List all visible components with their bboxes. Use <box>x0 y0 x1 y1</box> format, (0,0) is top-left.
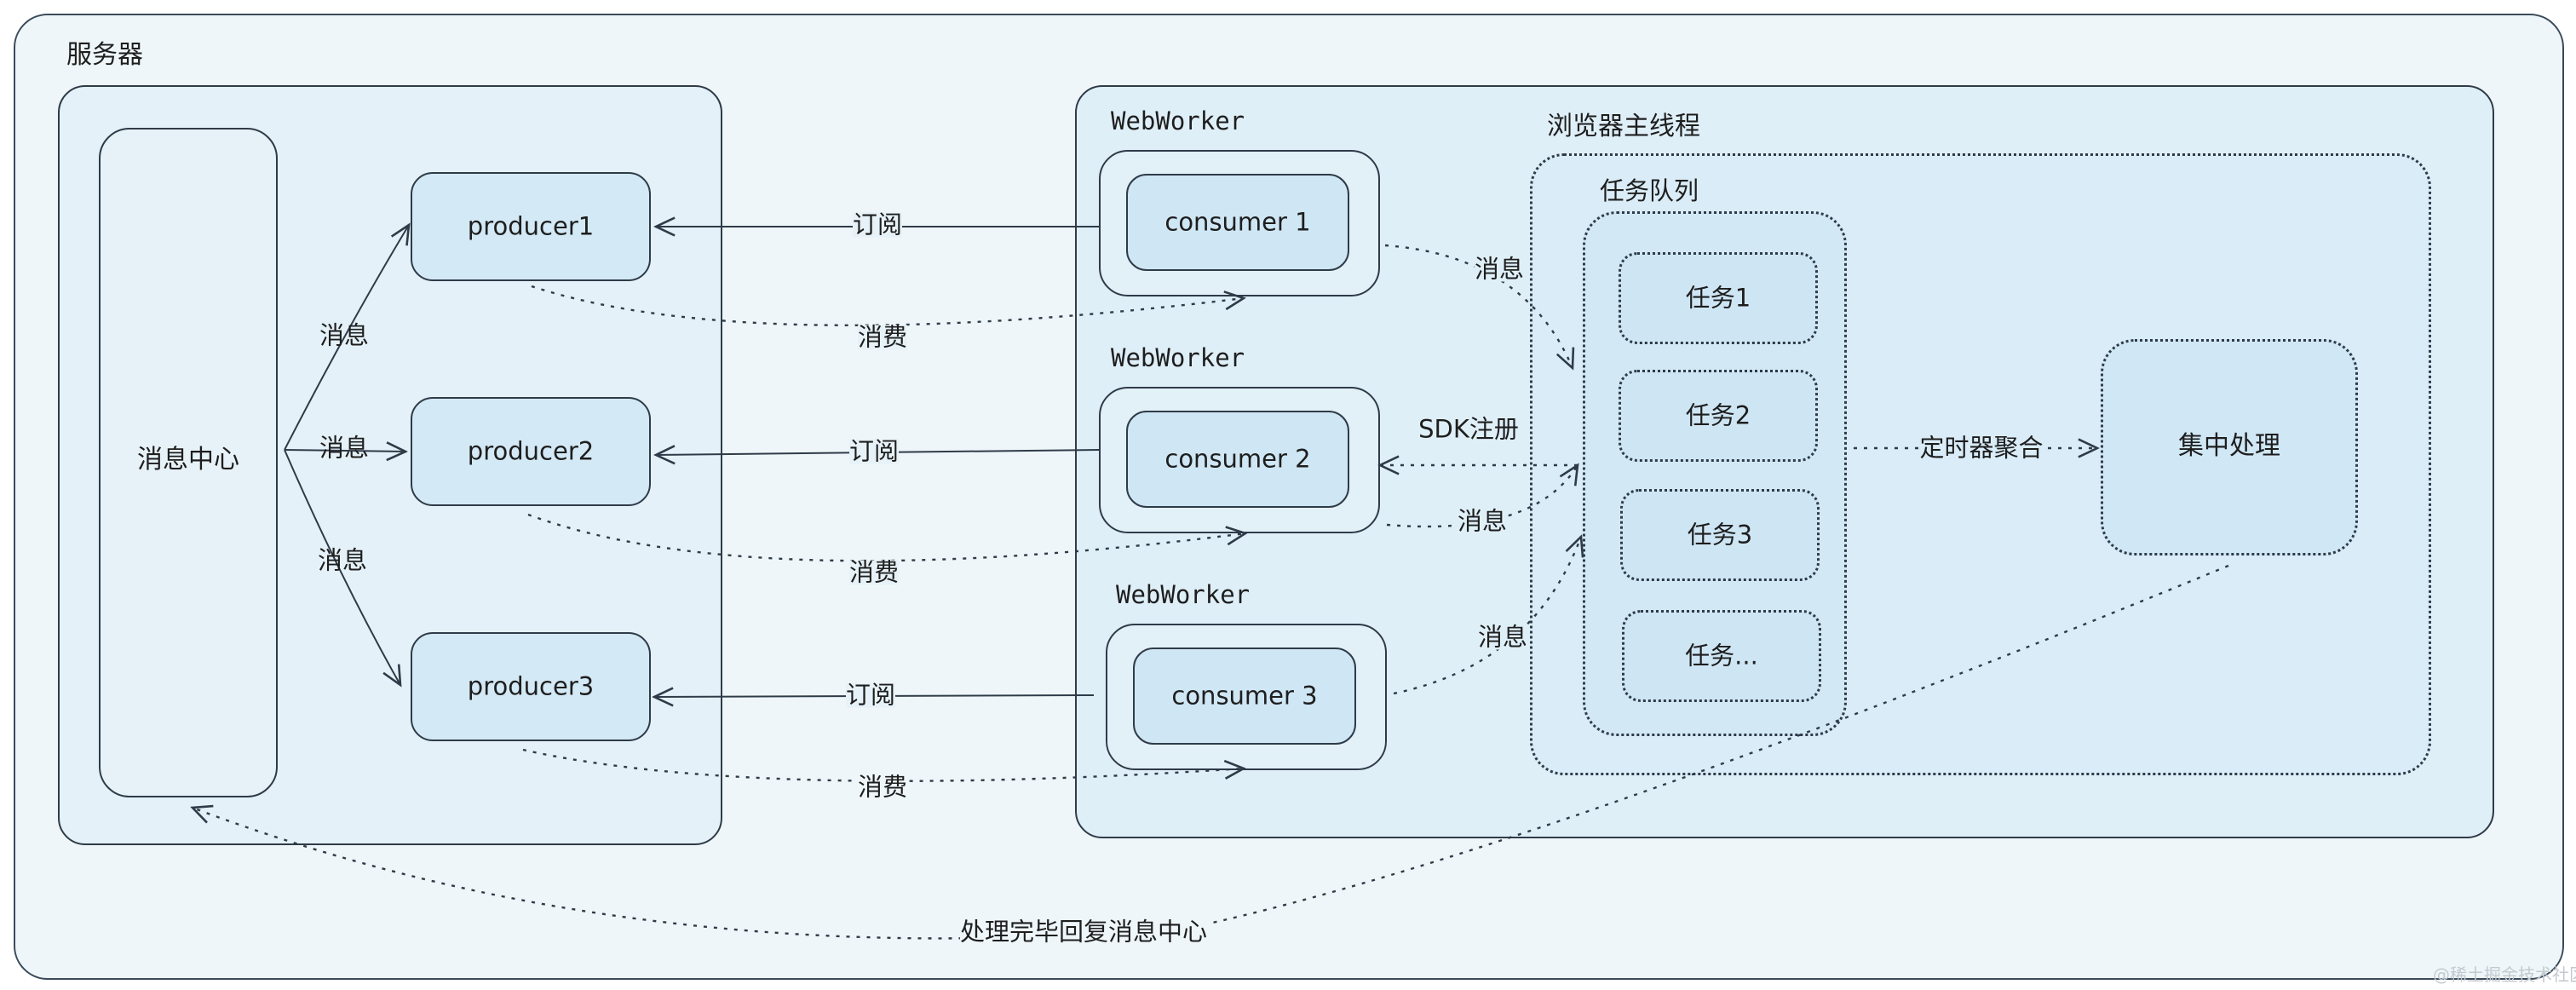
producer3-label: producer3 <box>467 671 595 701</box>
webworker-title-1: WebWorker <box>1111 106 1245 135</box>
consumer1-label: consumer 1 <box>1164 207 1311 237</box>
task-box <box>1622 610 1821 702</box>
edge-center-to-producer3 <box>284 449 400 685</box>
edge-consume-1 <box>531 285 1244 326</box>
edge-label-timer-aggregate: 定时器聚合 <box>1919 433 2044 463</box>
task-more-label: 任务... <box>1685 641 1758 671</box>
task-queue-title: 任务队列 <box>1600 176 1699 205</box>
edge-label-reply: 处理完毕回复消息中心 <box>959 917 1208 947</box>
edge-label-message-p1: 消息 <box>319 320 370 350</box>
task-box <box>1619 370 1818 462</box>
edge-message-c3 <box>1393 537 1581 695</box>
message-center-label: 消息中心 <box>137 445 239 475</box>
edge-consume-2 <box>527 513 1245 562</box>
webworker-title-3: WebWorker <box>1116 580 1251 609</box>
edge-label-message-c1: 消息 <box>1474 254 1525 284</box>
edge-label-subscribe-1: 订阅 <box>852 210 903 239</box>
consumer-box <box>1126 411 1349 508</box>
edge-label-message-c3: 消息 <box>1477 622 1528 652</box>
task3-label: 任务3 <box>1687 520 1753 550</box>
producer-box <box>411 397 651 506</box>
edge-label-sdk-register: SDK注册 <box>1418 414 1519 444</box>
main-thread-title: 浏览器主线程 <box>1547 112 1700 141</box>
edge-consume-3 <box>522 748 1244 782</box>
consumer3-label: consumer 3 <box>1171 681 1318 711</box>
consumer-box <box>1133 648 1356 745</box>
task-box <box>1620 489 1820 581</box>
webworker-title-2: WebWorker <box>1111 343 1245 372</box>
task1-label: 任务1 <box>1685 283 1751 313</box>
task-box <box>1619 252 1818 344</box>
watermark: @稀土掘金技术社区 <box>2433 964 2576 985</box>
server-title: 服务器 <box>66 40 143 70</box>
edge-center-to-producer2 <box>284 450 405 452</box>
edge-label-message-p2: 消息 <box>319 433 370 463</box>
central-processing-label: 集中处理 <box>2178 431 2280 461</box>
edge-label-consume-3: 消费 <box>857 772 908 802</box>
producer-box <box>411 632 651 741</box>
edge-center-to-producer1 <box>284 225 409 451</box>
central-processing-box <box>2101 339 2358 555</box>
producer1-label: producer1 <box>467 211 595 241</box>
edge-label-subscribe-2: 订阅 <box>848 436 900 466</box>
edge-label-subscribe-3: 订阅 <box>845 680 896 710</box>
edge-label-message-p3: 消息 <box>317 545 368 575</box>
task2-label: 任务2 <box>1685 400 1751 430</box>
edge-reply <box>193 564 2229 940</box>
producer-box <box>411 172 651 281</box>
message-center-box <box>99 128 278 797</box>
edge-label-message-c2: 消息 <box>1457 506 1508 536</box>
consumer2-label: consumer 2 <box>1164 444 1311 474</box>
producer2-label: producer2 <box>467 436 595 466</box>
edge-label-consume-1: 消费 <box>857 322 908 352</box>
edge-label-consume-2: 消费 <box>848 557 900 587</box>
consumer-box <box>1126 174 1349 271</box>
